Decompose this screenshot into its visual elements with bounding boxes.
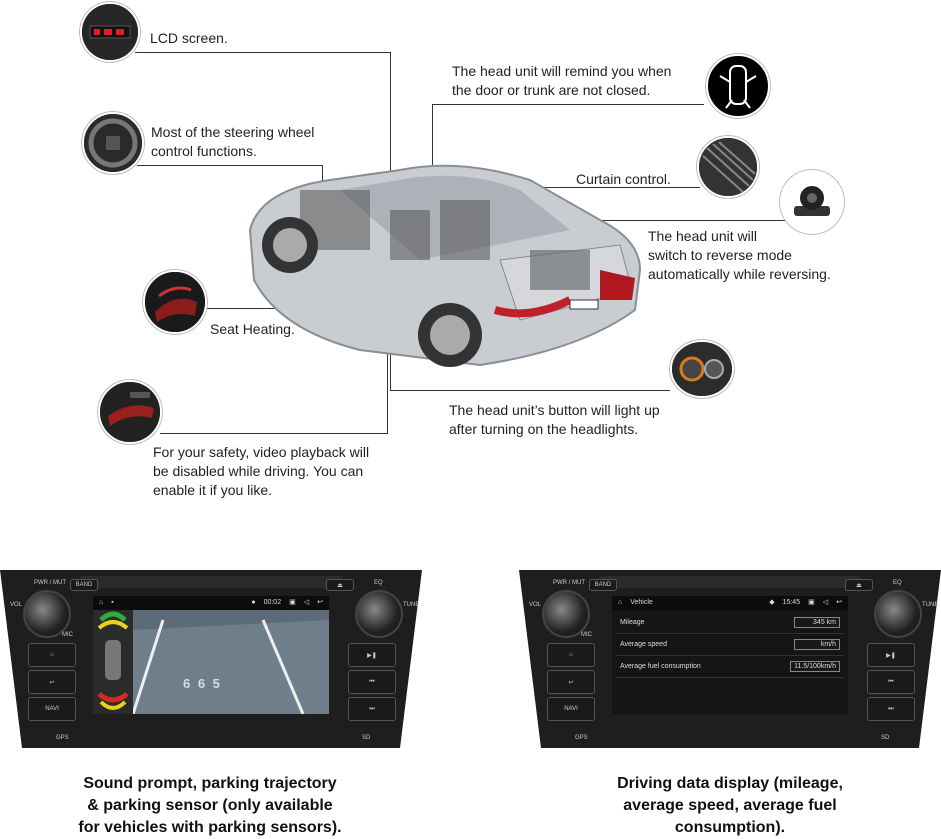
- home-button[interactable]: ⌂: [28, 643, 76, 667]
- status-bar: ⌂ ▪ ● 00:02 ▣ ◁ ↩: [93, 596, 329, 610]
- sd-label: SD: [362, 735, 371, 741]
- band-button[interactable]: BAND: [589, 579, 617, 591]
- video-label: For your safety, video playback will be …: [153, 444, 370, 498]
- eq-label: EQ: [893, 580, 902, 586]
- mic-label: MIC: [62, 632, 73, 638]
- right-head-unit: PWR / MUT BAND ⏏ EQ VOL TUNE MIC ⌂ ↩ NAV…: [519, 570, 941, 748]
- license-plate-marking: 6 6 5: [183, 676, 222, 691]
- tune-label: TUNE: [403, 602, 420, 608]
- data-row: Average fuel consumption 11.5/100km/h: [616, 656, 844, 678]
- status-time: 15:45: [782, 599, 801, 606]
- reverse-camera-icon: [780, 170, 844, 234]
- eject-button[interactable]: ⏏: [845, 579, 873, 591]
- row-value: km/h: [794, 639, 840, 650]
- location-icon: ●: [251, 599, 256, 606]
- pwr-label: PWR / MUT: [34, 580, 66, 586]
- steering-label: Most of the steering wheel control funct…: [151, 124, 315, 159]
- headlights-label: The head unit’s button will light up aft…: [449, 402, 660, 437]
- lcd-screen-icon: [80, 2, 140, 62]
- camera-icon: ▣: [289, 599, 296, 606]
- row-value: 11.5/100km/h: [790, 661, 840, 672]
- tune-knob[interactable]: [874, 590, 922, 638]
- data-row: Average speed km/h: [616, 634, 844, 656]
- row-value: 345 km: [794, 617, 840, 628]
- row-label: Mileage: [620, 619, 645, 626]
- wifi-icon: ◆: [769, 599, 775, 606]
- eject-button[interactable]: ⏏: [326, 579, 354, 591]
- rear-camera-view: [93, 610, 329, 714]
- band-button[interactable]: BAND: [70, 579, 98, 591]
- back-button[interactable]: ↩: [547, 670, 595, 694]
- back-icon[interactable]: ↩: [836, 599, 842, 606]
- pwr-label: PWR / MUT: [553, 580, 585, 586]
- car-door-icon: [706, 54, 770, 118]
- home-icon[interactable]: ⌂: [99, 599, 104, 606]
- tune-label: TUNE: [922, 602, 939, 608]
- video-playback-icon: [98, 380, 162, 444]
- back-button[interactable]: ↩: [28, 670, 76, 694]
- car-cutaway-illustration: [248, 164, 642, 367]
- previous-button[interactable]: ⏮: [348, 670, 396, 694]
- seat-heating-icon: [143, 270, 207, 334]
- next-button[interactable]: ⏭: [348, 697, 396, 721]
- play-pause-button[interactable]: ▶❚: [867, 643, 915, 667]
- steering-wheel-icon: [82, 112, 144, 174]
- eq-label: EQ: [374, 580, 383, 586]
- home-button[interactable]: ⌂: [547, 643, 595, 667]
- lcd-label: LCD screen.: [150, 30, 228, 46]
- next-button[interactable]: ⏭: [867, 697, 915, 721]
- home-icon[interactable]: ⌂: [618, 599, 623, 606]
- curtain-icon: [697, 136, 759, 198]
- vol-label: VOL: [529, 602, 542, 608]
- headlight-icon: [670, 340, 734, 398]
- lock-icon: ▪: [111, 599, 114, 606]
- back-icon[interactable]: ↩: [317, 599, 323, 606]
- curtain-label: Curtain control.: [576, 171, 671, 187]
- seat-label: Seat Heating.: [210, 321, 295, 337]
- sd-label: SD: [881, 735, 890, 741]
- row-label: Average speed: [620, 641, 667, 648]
- navi-button[interactable]: NAVI: [547, 697, 595, 721]
- vol-label: VOL: [10, 602, 23, 608]
- tune-knob[interactable]: [355, 590, 403, 638]
- gps-label: GPS: [56, 735, 69, 741]
- right-caption: Driving data display (mileage, average s…: [617, 775, 843, 836]
- volume-icon: ◁: [822, 599, 829, 606]
- volume-knob[interactable]: [23, 590, 71, 638]
- screen-title: Vehicle: [630, 599, 653, 606]
- vehicle-data-screen: ⌂ Vehicle ◆ 15:45 ▣ ◁ ↩ Mileage 345 km A…: [612, 596, 848, 714]
- parking-camera-screen: ⌂ ▪ ● 00:02 ▣ ◁ ↩ 6 6 5: [93, 596, 329, 714]
- camera-icon: ▣: [808, 599, 815, 606]
- left-head-unit: PWR / MUT BAND ⏏ EQ VOL TUNE MIC ⌂ ↩ NAV…: [0, 570, 422, 748]
- volume-icon: ◁: [303, 599, 310, 606]
- play-pause-button[interactable]: ▶❚: [348, 643, 396, 667]
- mic-label: MIC: [581, 632, 592, 638]
- status-time: 00:02: [263, 599, 282, 606]
- gps-label: GPS: [575, 735, 588, 741]
- status-bar: ⌂ Vehicle ◆ 15:45 ▣ ◁ ↩: [612, 596, 848, 610]
- navi-button[interactable]: NAVI: [28, 697, 76, 721]
- previous-button[interactable]: ⏮: [867, 670, 915, 694]
- left-caption: Sound prompt, parking trajectory & parki…: [78, 775, 342, 836]
- door-label: The head unit will remind you when the d…: [452, 63, 672, 98]
- row-label: Average fuel consumption: [620, 663, 701, 670]
- reverse-label: The head unit will switch to reverse mod…: [648, 228, 831, 282]
- data-row: Mileage 345 km: [616, 612, 844, 634]
- volume-knob[interactable]: [542, 590, 590, 638]
